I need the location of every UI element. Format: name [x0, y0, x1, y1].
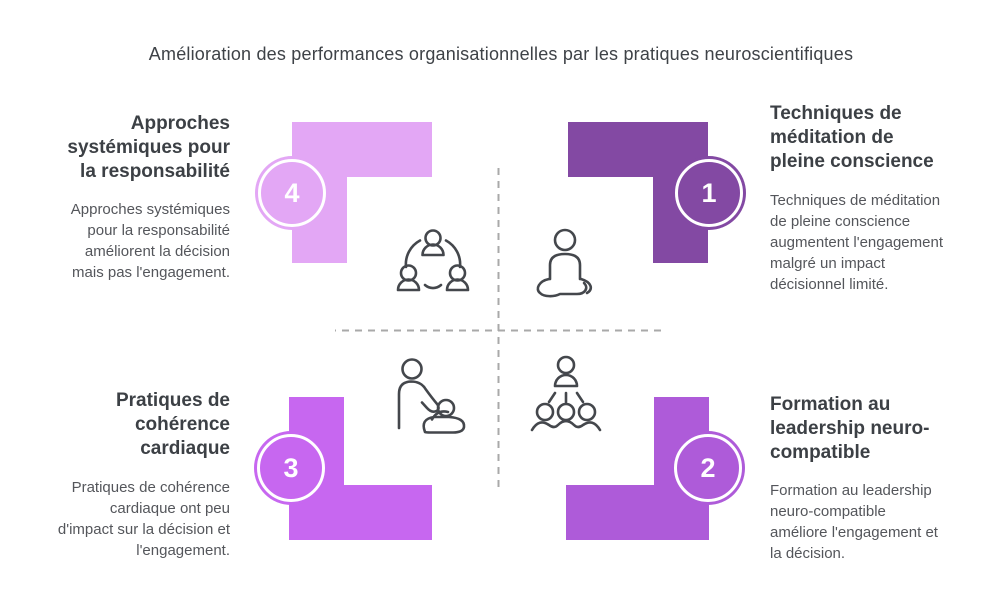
coaching-icon [394, 356, 472, 436]
q3-description: Pratiques de cohérence cardiaque ont peu… [57, 479, 230, 559]
infographic-title: Amélioration des performances organisati… [148, 44, 854, 64]
q1-number-badge: 1 [672, 156, 746, 230]
q2-description: Formation au leadership neuro-compatible… [770, 482, 938, 562]
q1-number: 1 [701, 177, 717, 208]
q4-heading: Approches systémiques pour la responsabi… [67, 113, 230, 182]
q3-number: 3 [283, 452, 299, 483]
q1-description: Techniques de méditation de pleine consc… [770, 192, 943, 293]
presentation-icon [530, 355, 602, 437]
q3-number-badge: 3 [254, 431, 328, 505]
q4-number-badge: 4 [255, 156, 329, 230]
q1-heading: Techniques de méditation de pleine consc… [770, 103, 934, 172]
meditation-icon [534, 228, 596, 306]
q2-heading: Formation au leadership neuro- compatibl… [770, 394, 930, 463]
q4-description: Approches systémiques pour la responsabi… [70, 201, 230, 281]
q2-number: 2 [700, 452, 716, 483]
team-icon [396, 224, 470, 306]
q2-number-badge: 2 [671, 431, 745, 505]
q4-number: 4 [284, 177, 300, 208]
q3-heading: Pratiques de cohérence cardiaque [115, 390, 230, 459]
